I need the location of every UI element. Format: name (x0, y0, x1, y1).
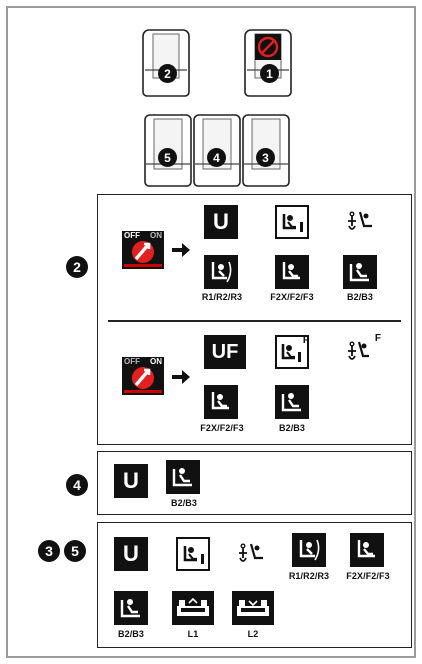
compat-label: R1/R2/R3 (288, 571, 330, 581)
seat-number-badge: 5 (158, 148, 177, 167)
compat-label: B2/B3 (278, 423, 305, 433)
forward-facing-child-seat-icon (204, 385, 238, 419)
seat-5: 5 (144, 112, 192, 188)
compat-label: B2/B3 (117, 629, 144, 639)
passenger-airbag-switch-icon: OFF ON (122, 357, 164, 395)
panel-seat-number: 5 (64, 540, 86, 562)
compat-label: F2X/F2/F3 (270, 292, 314, 302)
carrycot-icon (232, 591, 274, 625)
seats-3-5-compat-panel: U R1/R2/R3 F2X/F2/F3 B2/B3 L1 L2 (97, 522, 412, 648)
seat-3: 3 (242, 112, 290, 188)
panel-seat-number: 2 (66, 256, 88, 278)
compat-label: L1 (187, 629, 199, 639)
booster-seat-icon (166, 460, 200, 494)
arrow-right-icon (172, 243, 190, 257)
seat-1: 1 (243, 26, 293, 98)
booster-seat-icon (343, 255, 377, 289)
forward-facing-child-seat-icon (350, 533, 384, 567)
carrycot-icon (172, 591, 214, 625)
booster-seat-icon (275, 385, 309, 419)
compat-label: L2 (247, 629, 259, 639)
booster-seat-icon (114, 591, 148, 625)
top-tether-anchor-icon (234, 537, 268, 571)
no-airbag-backplate (255, 34, 281, 60)
seat-number-badge: 2 (158, 64, 177, 83)
switch-off-label: OFF (124, 231, 140, 240)
panel-seat-number: 4 (66, 474, 88, 496)
seat-2: 2 (141, 26, 191, 98)
switch-on-label: ON (150, 357, 162, 366)
compat-label: R1/R2/R3 (201, 292, 243, 302)
top-tether-forward-icon: F (343, 333, 381, 369)
universal-forward-uf-icon: UF (204, 335, 246, 369)
arrow-right-icon (172, 370, 190, 384)
universal-u-icon: U (114, 464, 148, 498)
compat-label: B2/B3 (346, 292, 373, 302)
seat-number-badge: 3 (256, 148, 275, 167)
switch-on-label: ON (150, 231, 162, 240)
universal-u-icon: U (204, 205, 238, 239)
rear-facing-child-seat-icon (292, 533, 326, 567)
section-divider (108, 320, 401, 322)
seat-4: 4 (193, 112, 241, 188)
isofix-seat-icon (176, 537, 210, 571)
panel-seat-number: 3 (38, 540, 60, 562)
passenger-airbag-switch-icon: OFF ON (122, 231, 164, 269)
universal-u-icon: U (114, 537, 148, 571)
isofix-forward-icon: F (275, 335, 309, 369)
top-tether-anchor-icon (343, 205, 377, 239)
seat-4-compat-panel: U B2/B3 (97, 451, 412, 515)
seat-2-compat-panel: OFF ON U R1/R2/R3 F2X/F2/F3 B2/B3 OFF ON… (97, 194, 412, 445)
seat-number-badge: 4 (207, 148, 226, 167)
compat-label: F2X/F2/F3 (346, 571, 390, 581)
page-frame (6, 6, 416, 658)
prohibition-icon (257, 36, 279, 58)
forward-f-mark: F (302, 335, 309, 346)
compat-label: B2/B3 (170, 498, 197, 508)
seat-number-badge: 1 (260, 64, 279, 83)
isofix-seat-icon (275, 205, 309, 239)
forward-f-mark: F (374, 333, 381, 344)
switch-off-label: OFF (124, 357, 140, 366)
rear-facing-child-seat-icon (204, 255, 238, 289)
forward-facing-child-seat-icon (275, 255, 309, 289)
compat-label: F2X/F2/F3 (200, 423, 244, 433)
